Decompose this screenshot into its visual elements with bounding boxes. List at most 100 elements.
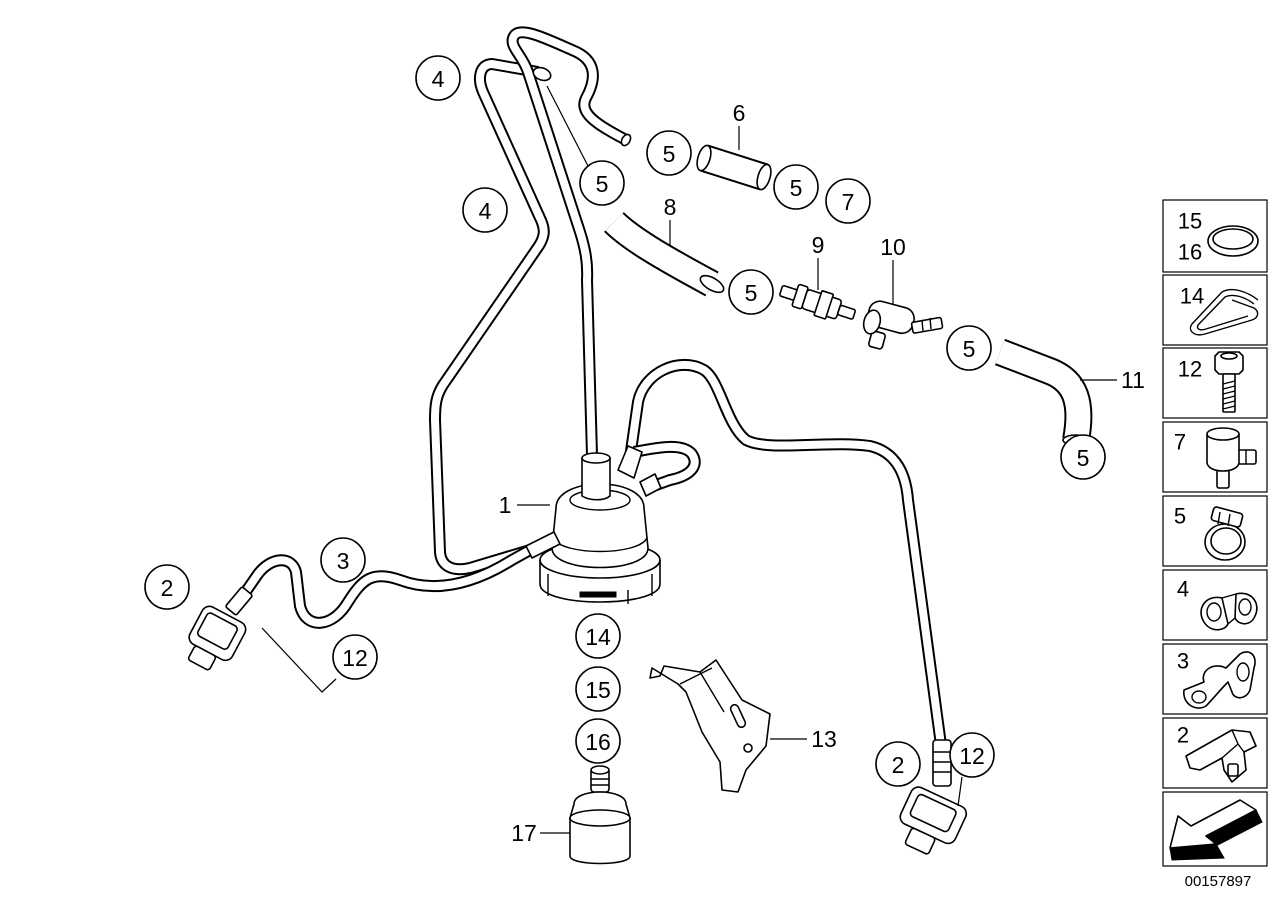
callout-circle xyxy=(825,178,871,224)
hose-clamp-top xyxy=(532,66,552,82)
check-valve-9 xyxy=(779,283,856,320)
callout-12-right: 12 xyxy=(949,732,995,778)
callout-label: 12 xyxy=(342,645,368,671)
callouts: 4 4 5 5 6 5 7 8 9 10 5 xyxy=(144,55,1145,846)
legend-cell-4: 4 xyxy=(1162,569,1268,641)
elbow-connector-icon xyxy=(1206,427,1257,489)
callout-label: 5 xyxy=(663,141,676,167)
callout-circle xyxy=(575,666,621,712)
callout-circle xyxy=(579,160,625,206)
legend-cell-5: 5 xyxy=(1162,495,1268,567)
bracket-13 xyxy=(649,659,771,793)
tee-connector-10 xyxy=(862,300,944,350)
callout-7: 7 xyxy=(825,178,871,224)
hose-right-long-core xyxy=(626,361,945,746)
connector-face xyxy=(909,793,957,833)
callout-5-hose6-left: 5 xyxy=(646,130,692,176)
connector-housing xyxy=(899,786,968,855)
wire-clip-icon xyxy=(1189,288,1259,336)
callout-15: 15 xyxy=(575,666,621,712)
callout-circle xyxy=(646,130,692,176)
callout-circle xyxy=(949,732,995,778)
callout-label: 2 xyxy=(161,575,174,601)
connector-housing xyxy=(187,605,247,671)
callout-8: 8 xyxy=(664,194,677,220)
filter-body-top xyxy=(569,809,631,827)
callout-circle xyxy=(415,55,461,101)
canister-left-nipple xyxy=(525,531,561,559)
legend-cell-2: 2 xyxy=(1162,717,1268,789)
hose-connector-2-right xyxy=(899,739,968,855)
bracket-plate xyxy=(649,659,771,793)
callout-label: 4 xyxy=(479,198,492,224)
screw-icon xyxy=(1214,351,1244,413)
valve-nut xyxy=(813,290,834,320)
canister-side-nipple xyxy=(639,473,662,497)
hose-connector-2-left xyxy=(187,586,253,671)
hose-left-4-core xyxy=(431,60,548,574)
tee-nozzle xyxy=(910,316,944,334)
callout-circle xyxy=(728,269,774,315)
filter-nipple-top xyxy=(590,765,610,775)
legend-cell-14: 14 xyxy=(1162,274,1268,346)
callout-circle xyxy=(320,537,366,583)
canister-body xyxy=(551,483,649,569)
hose-middle-with-top-bend-core xyxy=(508,28,628,456)
fuel-filter-canister xyxy=(525,445,662,604)
legend-label: 12 xyxy=(1178,357,1202,382)
callout-label: 15 xyxy=(585,677,611,703)
bracket-clip-icon xyxy=(1185,729,1257,783)
diagram-id: 00157897 xyxy=(1185,873,1252,890)
hose-8-core xyxy=(605,213,718,295)
callout-5-hose6-right: 5 xyxy=(773,164,819,210)
callout-circle xyxy=(332,634,378,680)
navigation-arrow-icon xyxy=(1169,799,1263,861)
hose-canister-loop-core xyxy=(633,442,699,492)
double-hose-clip-icon xyxy=(1183,651,1256,709)
legend-cell-3: 3 xyxy=(1162,643,1268,715)
callout-label: 5 xyxy=(745,280,758,306)
connector-sleeve xyxy=(932,739,952,787)
callout-label: 16 xyxy=(585,729,611,755)
callout-6: 6 xyxy=(733,100,746,126)
callout-5-hose11-right: 5 xyxy=(1060,434,1106,480)
o-ring-icon xyxy=(1207,225,1259,257)
legend-label: 5 xyxy=(1174,504,1186,529)
callout-label: 4 xyxy=(432,66,445,92)
callout-16: 16 xyxy=(575,718,621,764)
legend-label: 16 xyxy=(1178,240,1202,265)
legend-panel: 15 16 14 12 xyxy=(1162,199,1268,890)
callout-5-top: 5 xyxy=(579,160,625,206)
callout-9: 9 xyxy=(812,232,825,258)
legend-cell-frame xyxy=(1162,274,1268,346)
callout-2-right: 2 xyxy=(875,741,921,787)
hoses xyxy=(235,26,1093,746)
legend-label: 15 xyxy=(1178,209,1202,234)
callout-circle xyxy=(144,564,190,610)
connector-tab xyxy=(187,645,217,671)
canister-slot xyxy=(579,591,617,598)
callout-4-upper: 4 xyxy=(415,55,461,101)
callout-14: 14 xyxy=(575,613,621,659)
callout-circle xyxy=(462,187,508,233)
callout-circle xyxy=(946,325,992,371)
callout-circle xyxy=(575,613,621,659)
callout-label: 2 xyxy=(892,752,905,778)
callout-1: 1 xyxy=(499,492,512,518)
callout-label: 5 xyxy=(596,171,609,197)
callout-circle xyxy=(1060,434,1106,480)
canister-right-port xyxy=(617,445,643,479)
callout-5-valve: 5 xyxy=(728,269,774,315)
callout-label: 5 xyxy=(1077,445,1090,471)
legend-cell-7: 7 xyxy=(1162,421,1268,493)
callout-12-left: 12 xyxy=(332,634,378,680)
hose-6-end xyxy=(756,163,772,191)
bracket-slot xyxy=(729,703,747,729)
callout-3: 3 xyxy=(320,537,366,583)
hose-6-start xyxy=(696,144,712,172)
callout-17: 17 xyxy=(511,820,537,846)
legend-cell-navigation xyxy=(1162,791,1268,867)
connector-sleeve xyxy=(225,586,253,616)
callout-label: 3 xyxy=(337,548,350,574)
